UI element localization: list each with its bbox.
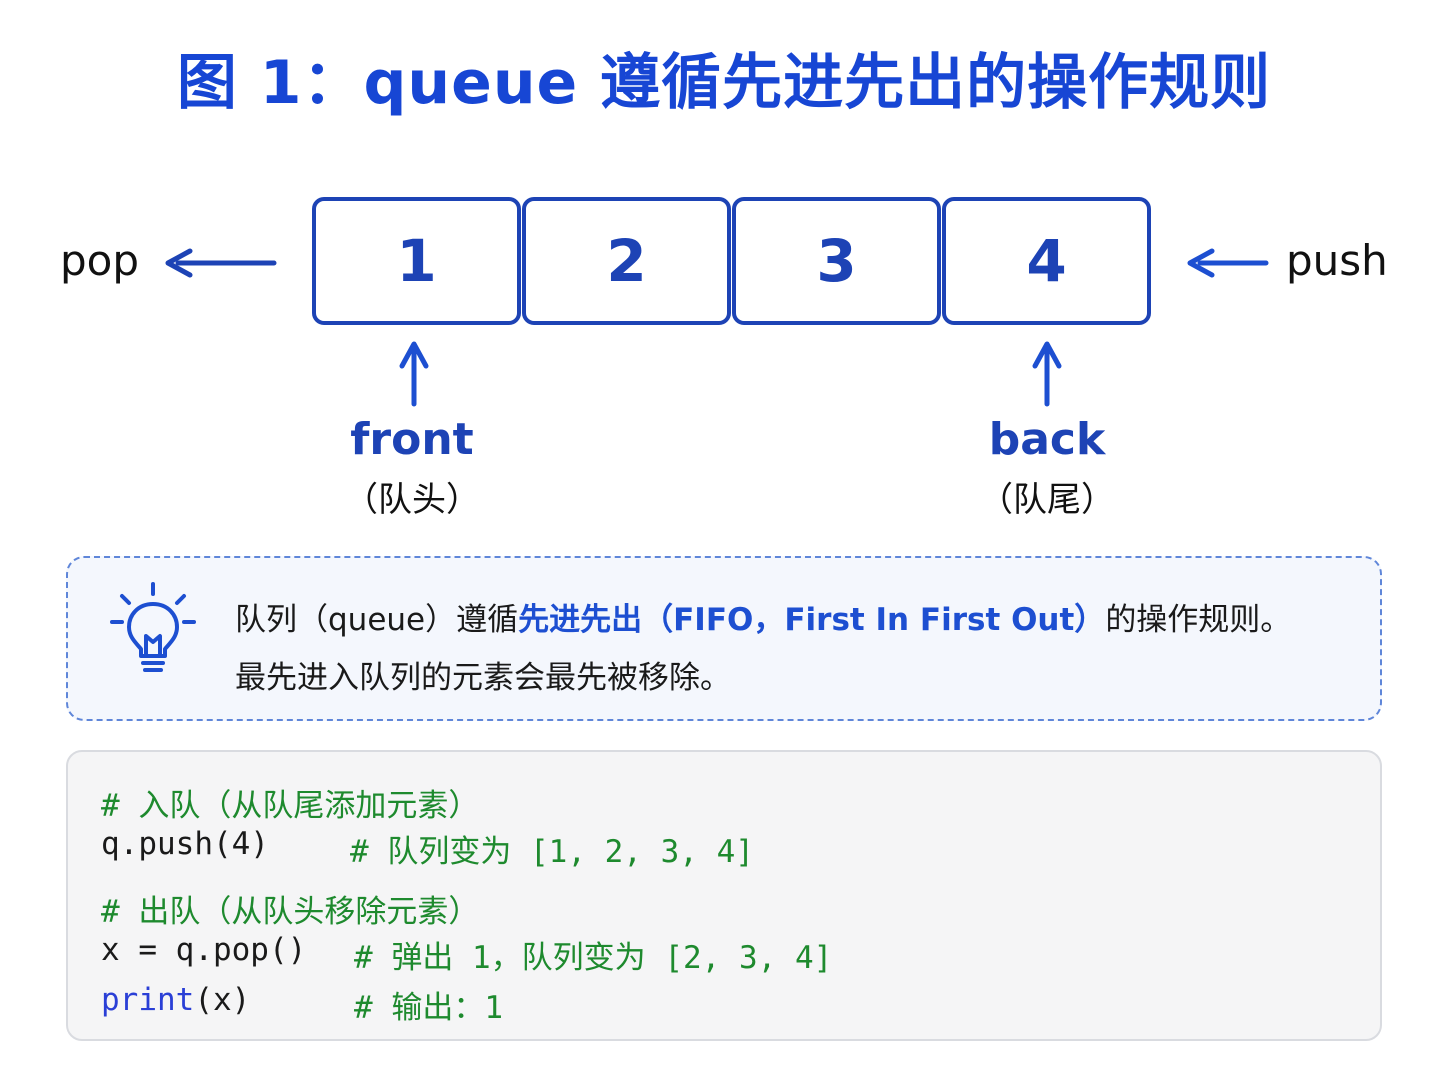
push-arrow-icon xyxy=(1187,248,1269,278)
queue-item-1: 1 xyxy=(312,197,521,325)
code-pop-stmt: x = q.pop() xyxy=(101,932,307,968)
lightbulb-icon xyxy=(110,582,196,672)
code-block xyxy=(66,750,1382,1041)
back-label: back xyxy=(988,414,1106,465)
code-comment-dequeue: # 出队（从队头移除元素） xyxy=(101,894,480,930)
pop-label: pop xyxy=(60,236,140,285)
code-line-pop: x = q.pop() # 弹出 1，队列变为 [2, 3, 4] xyxy=(101,932,832,976)
code-print-keyword: print xyxy=(101,982,195,1018)
front-arrow-icon xyxy=(399,341,429,407)
page-title: 图 1：queue 遵循先进先出的操作规则 xyxy=(176,48,1272,118)
code-comment-enqueue: # 入队（从队尾添加元素） xyxy=(101,788,480,824)
code-line-print: print(x) # 输出：1 xyxy=(101,982,503,1026)
front-sublabel: （队头） xyxy=(344,480,480,520)
front-label: front xyxy=(350,414,474,465)
queue-item-2: 2 xyxy=(522,197,731,325)
code-print-args: (x) xyxy=(194,982,251,1018)
back-arrow-icon xyxy=(1032,341,1062,407)
note-text-highlight: 先进先出（FIFO，First In First Out） xyxy=(518,602,1106,638)
code-pop-comment: # 弹出 1，队列变为 [2, 3, 4] xyxy=(354,940,833,976)
push-label: push xyxy=(1286,236,1388,285)
code-line-push: q.push(4) # 队列变为 [1, 2, 3, 4] xyxy=(101,826,754,870)
queue-item-3: 3 xyxy=(732,197,941,325)
pop-arrow-icon xyxy=(165,248,277,278)
note-line-1: 队列（queue）遵循先进先出（FIFO，First In First Out）… xyxy=(235,594,1291,639)
note-text-prefix: 队列（queue）遵循 xyxy=(235,602,519,638)
queue-item-4: 4 xyxy=(942,197,1151,325)
info-callout: 队列（queue）遵循先进先出（FIFO，First In First Out）… xyxy=(66,556,1382,721)
note-line-2: 最先进入队列的元素会最先被移除。 xyxy=(235,660,731,696)
back-sublabel: （队尾） xyxy=(979,480,1115,520)
code-push-stmt: q.push(4) xyxy=(101,826,269,862)
code-push-comment: # 队列变为 [1, 2, 3, 4] xyxy=(350,834,754,870)
note-text-suffix: 的操作规则。 xyxy=(1105,602,1292,638)
code-print-comment: # 输出：1 xyxy=(354,990,503,1026)
